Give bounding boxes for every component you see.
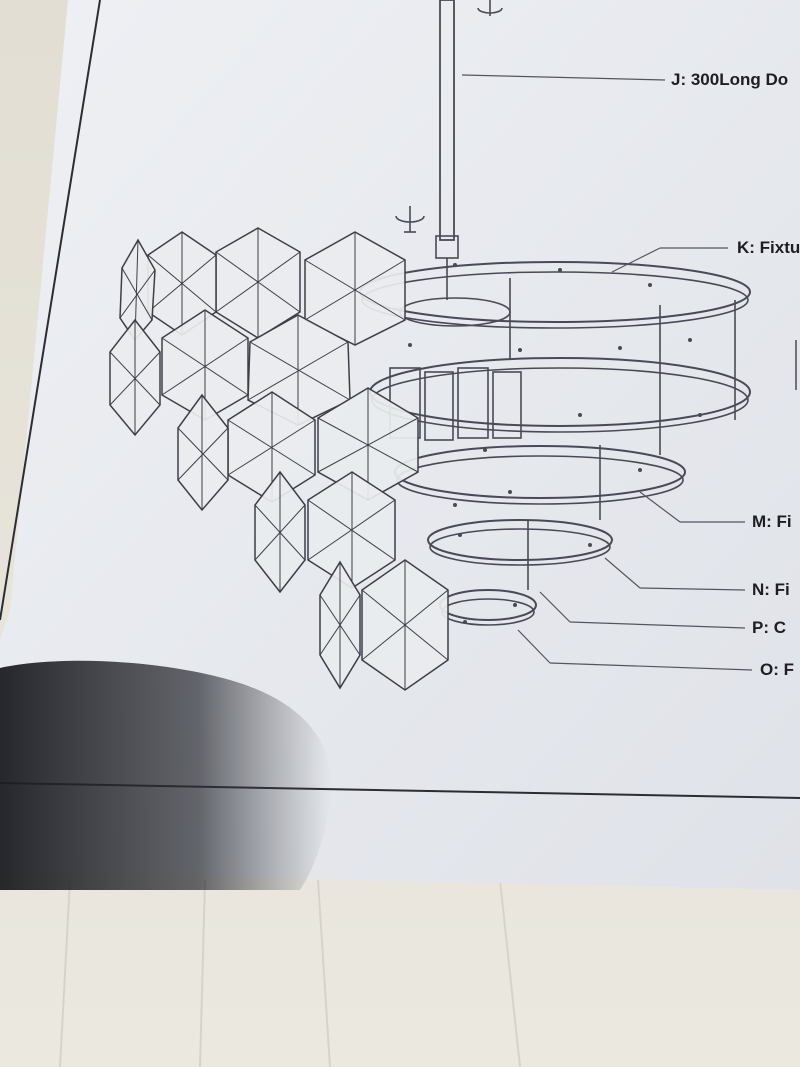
callout-k: K: Fixtu — [737, 238, 800, 257]
callout-m: M: Fi — [752, 512, 792, 531]
callout-j: J: 300Long Do — [671, 70, 789, 89]
hand-shadow — [0, 660, 331, 890]
callout-leaders — [461, 74, 753, 671]
paper-border-left — [0, 0, 101, 621]
rotate-arrow-icon — [395, 206, 425, 233]
rotate-arrow-icon — [477, 0, 503, 16]
callout-n: N: Fi — [752, 580, 790, 599]
callout-p: P: C — [752, 618, 786, 637]
ring-n — [427, 519, 613, 561]
callout-o: O: F — [760, 660, 794, 679]
crystal-cluster — [109, 227, 449, 691]
chandelier-diagram — [109, 0, 753, 691]
